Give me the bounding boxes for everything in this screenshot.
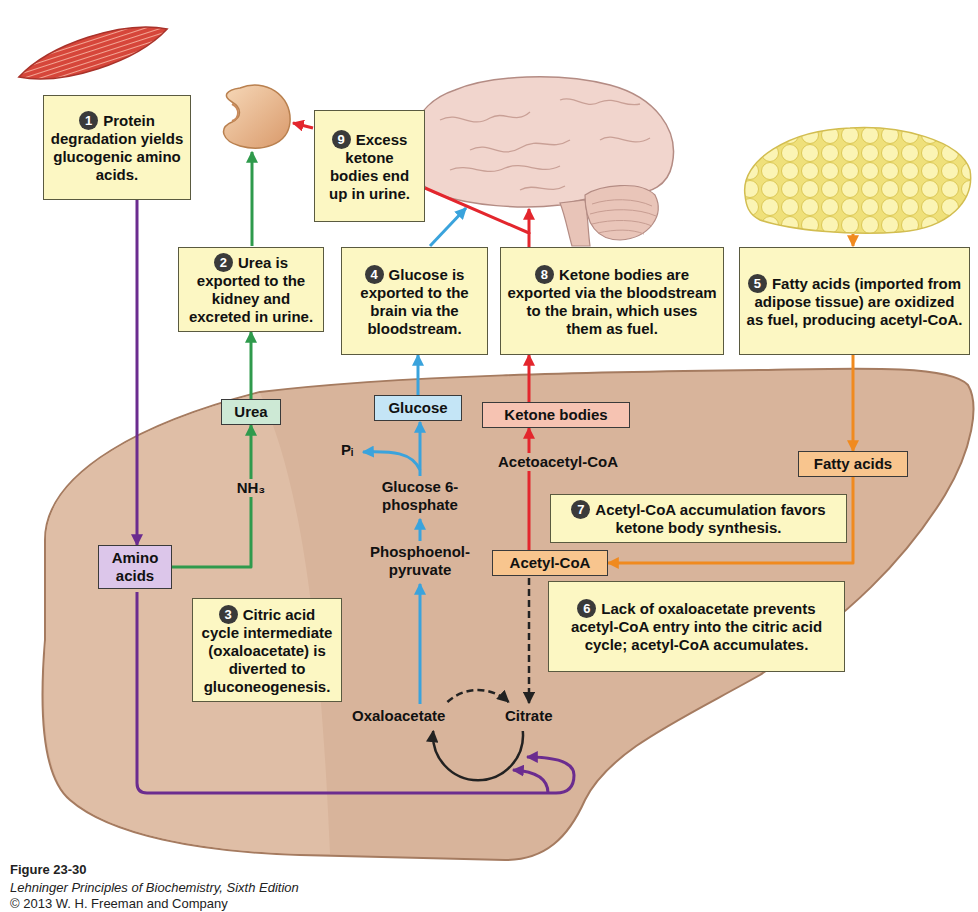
metabolite-name: Fatty acids bbox=[814, 455, 892, 472]
callout-box: 5Fatty acids (imported from adipose tiss… bbox=[739, 247, 970, 355]
callout-number: 9 bbox=[332, 130, 351, 149]
cerebellum-folds bbox=[590, 200, 656, 234]
arrow-to-kidney bbox=[251, 152, 254, 246]
callout-text: Lack of oxaloacetate prevents acetyl-CoA… bbox=[571, 600, 822, 653]
metabolite-box: Acetyl-CoA bbox=[492, 550, 608, 576]
amino-acid-carbon-path bbox=[513, 770, 548, 793]
callout-text: Urea is exported to the kidney and excre… bbox=[189, 254, 313, 325]
pathway-arrow bbox=[419, 519, 422, 541]
blocked-arrow bbox=[528, 578, 531, 703]
muscle-illustration bbox=[14, 13, 173, 93]
callout-number: 3 bbox=[219, 605, 238, 624]
connector-label: Acetoacetyl-CoA bbox=[495, 453, 621, 471]
metabolite-name: Amino acids bbox=[112, 549, 159, 584]
metabolite-name: Urea bbox=[234, 403, 267, 420]
callout-text: Protein degradation yields glucogenic am… bbox=[51, 112, 184, 183]
metabolite-label: Citrate bbox=[505, 707, 553, 725]
arrow-from-adipose bbox=[852, 234, 855, 246]
figure-caption: Figure 23-30 bbox=[10, 862, 87, 878]
callout-number: 8 bbox=[535, 265, 554, 284]
callout-number: 4 bbox=[365, 265, 384, 284]
callout-box: 9Excess ketone bodies end up in urine. bbox=[314, 110, 425, 222]
metabolite-box: Fatty acids bbox=[798, 451, 908, 477]
callout-number: 7 bbox=[571, 500, 590, 519]
metabolite-box: Amino acids bbox=[98, 545, 172, 589]
metabolite-label: Pᵢ bbox=[341, 441, 353, 459]
flow-arrow bbox=[852, 355, 855, 451]
phosphate-release-arrow bbox=[363, 452, 420, 470]
metabolite-box: Ketone bodies bbox=[482, 402, 630, 428]
adipose-illustration bbox=[745, 128, 971, 234]
flow-arrow bbox=[528, 355, 531, 402]
kidney-illustration bbox=[224, 85, 291, 148]
citric-acid-cycle bbox=[433, 731, 523, 780]
callout-number: 6 bbox=[577, 599, 596, 618]
metabolite-box: Urea bbox=[221, 399, 281, 425]
metabolite-name: Glucose bbox=[388, 399, 447, 416]
flow-arrow bbox=[425, 188, 529, 247]
arrow-to-kidney bbox=[293, 123, 313, 128]
metabolite-box: Glucose bbox=[374, 395, 462, 421]
callout-box: 6Lack of oxaloacetate prevents acetyl-Co… bbox=[548, 581, 845, 672]
callout-text: Acetyl-CoA accumulation favors ketone bo… bbox=[595, 501, 825, 536]
callout-number: 2 bbox=[214, 253, 233, 272]
callout-box: 1Protein degradation yields glucogenic a… bbox=[43, 95, 191, 200]
callout-box: 8Ketone bodies are exported via the bloo… bbox=[500, 247, 724, 355]
cerebellum bbox=[585, 186, 658, 240]
callout-box: 7 Acetyl-CoA accumulation favors ketone b… bbox=[550, 494, 847, 543]
metabolite-name: Acetyl-CoA bbox=[510, 554, 591, 571]
arrow-to-brain bbox=[528, 209, 531, 234]
metabolite-label: Oxaloacetate bbox=[352, 707, 445, 725]
flow-arrow bbox=[528, 428, 531, 550]
flow-arrow bbox=[417, 355, 420, 395]
citric-acid-cycle bbox=[447, 690, 508, 702]
metabolite-label: Glucose 6-phosphate bbox=[360, 478, 480, 514]
callout-number: 5 bbox=[748, 274, 767, 293]
brain-gyri bbox=[440, 99, 650, 190]
flow-arrow bbox=[250, 332, 253, 399]
flow-arrow bbox=[136, 200, 139, 545]
credit-line: Lehninger Principles of Biochemistry, Si… bbox=[10, 880, 299, 896]
kidney-hilum bbox=[232, 104, 238, 121]
callout-number: 1 bbox=[79, 111, 98, 130]
callout-text: Fatty acids (imported from adipose tissu… bbox=[747, 275, 963, 328]
credit-line: © 2013 W. H. Freeman and Company bbox=[10, 896, 228, 912]
pathway-arrow bbox=[419, 584, 422, 704]
metabolite-label: Phosphoenol- pyruvate bbox=[355, 543, 485, 579]
arrow-to-brain bbox=[430, 208, 466, 246]
callout-box: 2Urea is exported to the kidney and excr… bbox=[178, 247, 324, 332]
connector-label: NH₃ bbox=[234, 479, 269, 497]
callout-box: 3Citric acid cycle intermediate (oxaloac… bbox=[192, 598, 342, 702]
liver-outline bbox=[43, 369, 974, 860]
callout-box: 4Glucose is exported to the brain via th… bbox=[341, 247, 488, 355]
amino-acid-carbon-path bbox=[137, 592, 574, 793]
metabolite-name: Ketone bodies bbox=[504, 406, 607, 423]
